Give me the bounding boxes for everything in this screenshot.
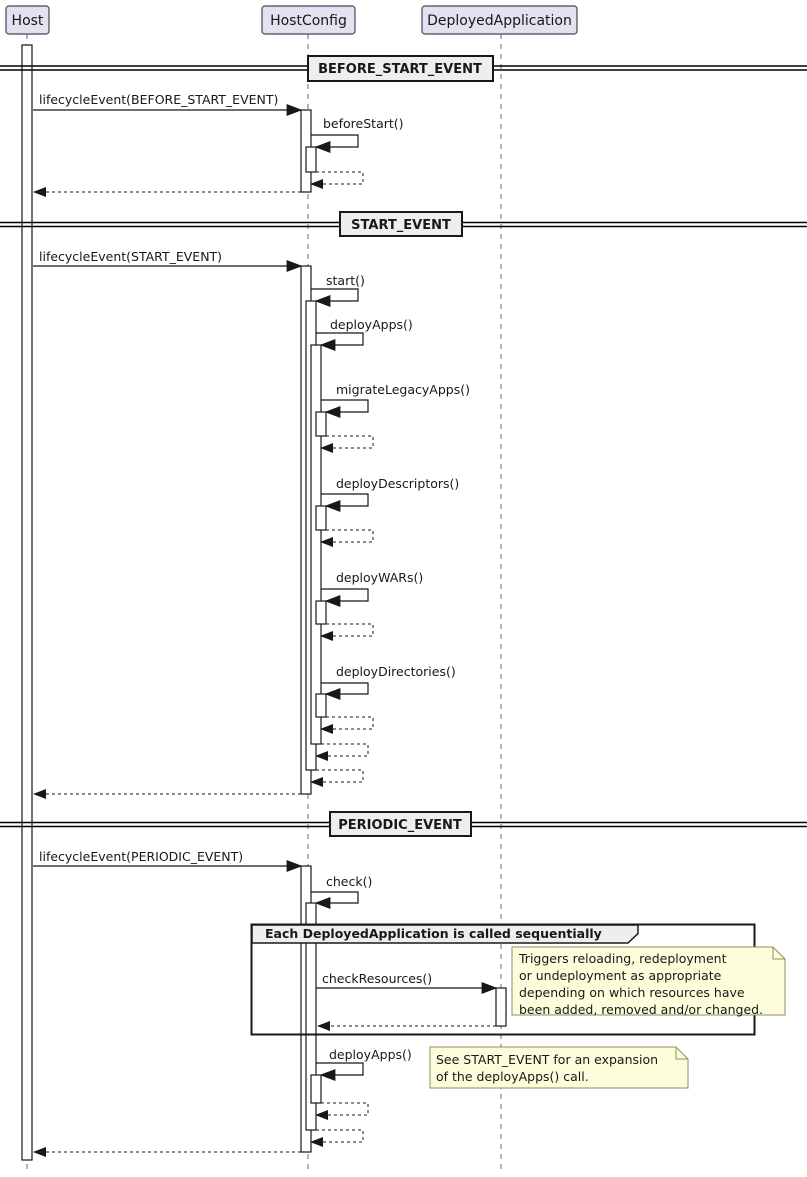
host-config-activation — [315, 411, 327, 437]
note-body — [511, 946, 786, 1016]
host-activation — [21, 44, 33, 1161]
note-check-resources: Triggers reloading, redeployment or unde… — [511, 946, 786, 1017]
self-call-arrow — [321, 493, 369, 512]
participant-label: Host — [12, 13, 44, 29]
divider-periodic-event: PERIODIC_EVENT — [0, 811, 807, 837]
host-config-activation — [310, 344, 322, 745]
self-return-arrow — [310, 171, 364, 189]
message-label: migrateLegacyApps() — [336, 382, 470, 397]
self-call-arrow — [321, 682, 369, 700]
message-label: start() — [326, 273, 365, 288]
divider-box — [339, 211, 463, 237]
self-return-arrow — [320, 529, 374, 547]
self-return-arrow — [320, 435, 374, 453]
message-label: deployApps() — [329, 1047, 412, 1062]
message-label: check() — [326, 874, 372, 889]
group-label: Each DeployedApplication is called seque… — [265, 926, 602, 941]
message-label: lifecycleEvent(START_EVENT) — [39, 249, 222, 264]
self-call-arrow — [321, 399, 369, 418]
group-header — [251, 924, 639, 944]
message-label: deployApps() — [330, 317, 413, 332]
host-config-activation — [310, 1074, 322, 1104]
self-call-arrow — [321, 588, 369, 607]
host-config-activation — [305, 902, 317, 1131]
host-config-activation — [315, 600, 327, 625]
note-fold-corner — [675, 1047, 688, 1060]
self-return-arrow — [310, 1129, 364, 1147]
note-line: See START_EVENT for an expansion — [436, 1052, 658, 1067]
group-box: Each DeployedApplication is called seque… — [250, 923, 756, 1036]
section-before-start-event: lifecycleEvent(BEFORE_START_EVENT) befor… — [33, 92, 404, 197]
note-fold-corner — [772, 947, 785, 960]
note-deploy-apps: See START_EVENT for an expansion of the … — [429, 1046, 689, 1089]
self-return-arrow — [320, 716, 374, 734]
message-label: deployDirectories() — [336, 664, 456, 679]
host-config-activation — [315, 693, 327, 718]
participant-label: HostConfig — [270, 13, 347, 29]
note-body — [429, 1046, 689, 1089]
host-config-activation — [305, 146, 317, 173]
divider-label: BEFORE_START_EVENT — [318, 62, 482, 77]
participant-host: Host — [5, 5, 50, 35]
section-start-event: lifecycleEvent(START_EVENT) start() depl… — [33, 249, 470, 799]
divider-start-event: START_EVENT — [0, 211, 807, 237]
message-label: checkResources() — [322, 971, 432, 986]
self-call-arrow — [311, 288, 359, 307]
note-line: or undeployment as appropriate — [519, 968, 722, 983]
note-line: been added, removed and/or changed. — [519, 1002, 763, 1017]
participant-box — [261, 5, 356, 35]
divider-label: START_EVENT — [351, 218, 451, 233]
divider-box — [329, 811, 472, 837]
self-call-arrow — [311, 134, 359, 153]
lifelines — [26, 34, 502, 1172]
message-label: deployDescriptors() — [336, 476, 459, 491]
participant-box — [421, 5, 578, 35]
participant-host-config: HostConfig — [261, 5, 356, 35]
note-line: Triggers reloading, redeployment — [518, 951, 727, 966]
participant-box — [5, 5, 50, 35]
note-line: of the deployApps() call. — [436, 1069, 589, 1084]
self-return-arrow — [320, 623, 374, 641]
self-return-arrow — [310, 769, 364, 787]
divider-box — [307, 55, 494, 82]
self-return-arrow — [315, 1102, 369, 1120]
message-label: deployWARs() — [336, 570, 423, 585]
self-call-arrow — [316, 332, 364, 351]
message-label: beforeStart() — [323, 116, 404, 131]
self-call-arrow — [311, 891, 359, 909]
participant-deployed-application: DeployedApplication — [421, 5, 578, 35]
section-periodic-event: lifecycleEvent(PERIODIC_EVENT) check() c… — [33, 849, 498, 1157]
deployed-application-activation — [495, 987, 507, 1027]
divider-before-start-event: BEFORE_START_EVENT — [0, 55, 807, 82]
self-return-arrow — [315, 743, 369, 761]
message-label: lifecycleEvent(BEFORE_START_EVENT) — [39, 92, 278, 107]
self-call-arrow — [316, 1062, 364, 1081]
divider-label: PERIODIC_EVENT — [338, 818, 462, 833]
message-label: lifecycleEvent(PERIODIC_EVENT) — [39, 849, 243, 864]
host-config-activation — [315, 505, 327, 531]
participant-label: DeployedApplication — [427, 13, 572, 29]
activation-bars — [21, 44, 507, 1161]
note-line: depending on which resources have — [519, 985, 745, 1000]
